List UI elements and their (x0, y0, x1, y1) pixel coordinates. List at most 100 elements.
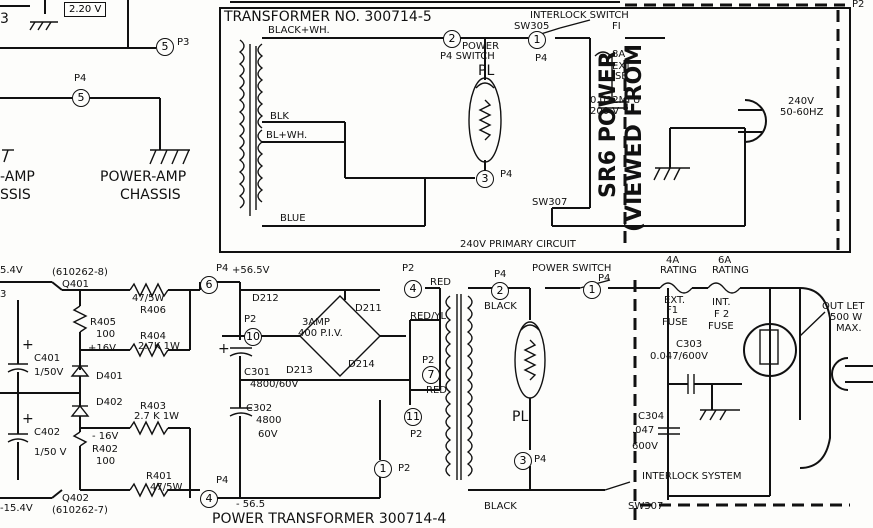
label-ext: EXT (612, 61, 632, 72)
node-4-top: 4 (404, 280, 422, 298)
c402-label: C402 (34, 427, 61, 438)
r403-value: 2.7 K 1W (134, 411, 180, 422)
c401-value: 1/50V (34, 367, 64, 378)
d401-label: D401 (96, 371, 123, 382)
label-p4-top: P4 (500, 169, 513, 180)
p4-switch-br: P4 (598, 273, 611, 284)
label-p3: P3 (177, 37, 190, 48)
c302-value: 4800 (256, 415, 282, 426)
label-240v: 240V (788, 96, 814, 107)
node-1-top: 1 (528, 31, 546, 49)
q402-label: Q402 (62, 493, 89, 504)
node-7: 7 (422, 366, 440, 384)
node-4-bottom: 4 (200, 490, 218, 508)
p2-c: P2 (410, 429, 423, 440)
c302-voltage: 60V (258, 429, 278, 440)
r402-value: 100 (96, 456, 116, 467)
p2-d: P2 (398, 463, 411, 474)
label-p4-sw: P4 (535, 53, 548, 64)
label-blk: BLK (270, 111, 289, 122)
rating-6a-label: RATING (712, 265, 749, 276)
label-bl-wh: BL+WH. (266, 130, 308, 141)
p4-top-mid: P4 (216, 263, 229, 274)
red-label: RED (430, 277, 451, 288)
label-minus15-4v: -15.4V (0, 503, 33, 514)
p2-a: P2 (244, 314, 257, 325)
label-cap: 0.022MFU (590, 95, 641, 106)
power-amp-chassis-1: POWER-AMP (100, 169, 187, 185)
viewed-from-label: (VIEWED FROM (622, 43, 647, 232)
label-8a: 8A (612, 49, 626, 60)
r406-label: R406 (140, 305, 167, 316)
rating-4a: 4A (666, 255, 680, 266)
label-fi: FI (612, 21, 621, 32)
r406-value: 47/5W (132, 293, 165, 304)
node-2-bottom: 2 (491, 282, 509, 300)
label-blue: BLUE (280, 213, 306, 224)
r403-label: R403 (140, 401, 167, 412)
node-3-top: 3 (476, 170, 494, 188)
p4-b-br: P4 (534, 454, 547, 465)
outlet-label: OUT LET (822, 301, 865, 312)
label-ise: ISE (612, 71, 628, 82)
black-label: BLACK (484, 301, 517, 312)
c401-label: C401 (34, 353, 61, 364)
black-b-label: BLACK (484, 501, 517, 512)
label-black-wh: BLACK+WH. (268, 25, 330, 36)
p4-voltage: +56.5V (232, 265, 270, 276)
plus-b: + (22, 411, 34, 427)
part-number-a: (610262-8) (52, 267, 108, 278)
label-p4-left: P4 (74, 73, 87, 84)
pl-bottom-label: PL (512, 409, 529, 425)
c402-value: 1/50 V (34, 447, 67, 458)
power-amp-chassis-2: CHASSIS (120, 187, 181, 203)
int-label: INT. (712, 297, 731, 308)
f1-label: F1 (666, 305, 679, 316)
label-3-bl: 3 (0, 289, 7, 300)
d402-label: D402 (96, 397, 123, 408)
plus16-label: +16V (88, 343, 116, 354)
outlet-max: MAX. (836, 323, 862, 334)
d214-label: D214 (348, 359, 375, 370)
node-3-bottom: 3 (514, 452, 532, 470)
r401-value: 47/5W (150, 482, 183, 493)
plus-a: + (22, 337, 34, 353)
c304-value: .047 (632, 425, 655, 436)
transformer-title: TRANSFORMER NO. 300714-5 (224, 9, 432, 25)
node-1-bottom: 1 (583, 281, 601, 299)
fuse1-label: FUSE (662, 317, 688, 328)
node-1-mid: 1 (374, 460, 392, 478)
q401-label: Q401 (62, 279, 89, 290)
node-6: 6 (200, 276, 218, 294)
f2-label: F 2 (714, 309, 730, 320)
minus16-label: - 16V (92, 431, 119, 442)
d211-label: D211 (355, 303, 382, 314)
c303-value: 0.047/600V (650, 351, 708, 362)
rating-4a-label: RATING (660, 265, 697, 276)
power-switch-label: POWER SWITCH (532, 263, 612, 274)
p2-b: P2 (422, 355, 435, 366)
d213-label: D213 (286, 365, 313, 376)
power-transformer-title: POWER TRANSFORMER 300714-4 (212, 511, 447, 527)
r404-label: R404 (140, 331, 167, 342)
red-b-label: RED (426, 385, 447, 396)
amp-chassis-1: -AMP (0, 169, 35, 185)
interlock-switch-label: INTERLOCK SWITCH (530, 10, 629, 21)
voltage-box: 2.20 V (64, 2, 107, 17)
fuse2-label: FUSE (708, 321, 734, 332)
label-5-4v: 5.4V (0, 265, 23, 276)
node-11: 11 (404, 408, 422, 426)
node-p3: 5 (156, 38, 174, 56)
p4-br: P4 (494, 269, 507, 280)
sw305-label: SW305 (514, 21, 550, 32)
node-p4-left: 5 (72, 89, 90, 107)
c304-label: C304 (638, 411, 665, 422)
c304-voltage: 600V (632, 441, 658, 452)
rating-6a: 6A (718, 255, 732, 266)
p4-bottom-mid: P4 (216, 475, 229, 486)
red-yl-label: RED/YL (410, 311, 447, 322)
d212-label: D212 (252, 293, 279, 304)
label-hz: 50-60HZ (780, 107, 824, 118)
power-switch-1: POWER (462, 41, 500, 52)
